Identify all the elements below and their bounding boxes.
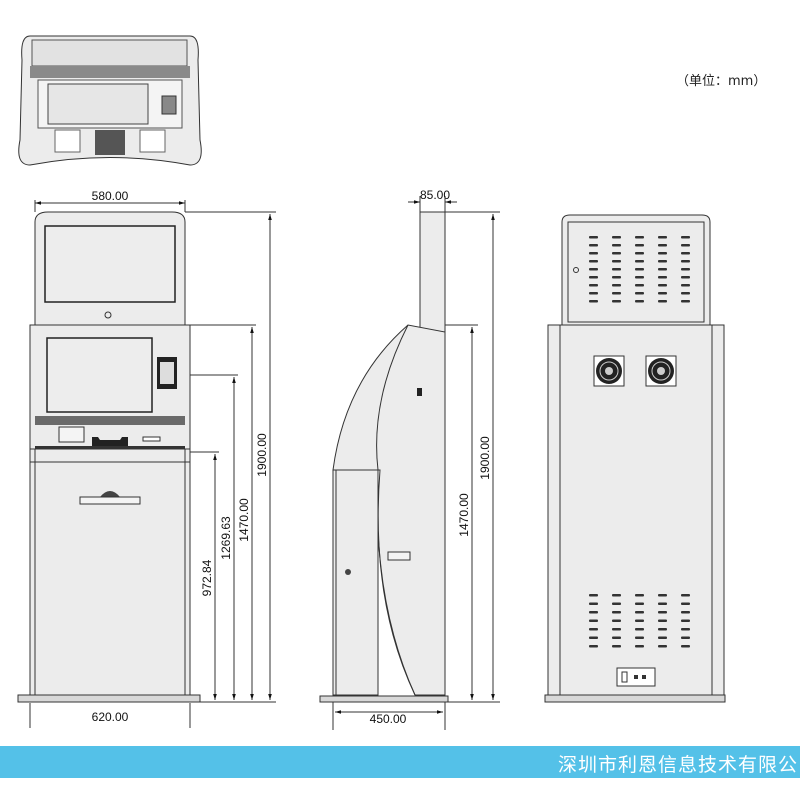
vent-slot bbox=[589, 645, 598, 648]
vent-slot bbox=[635, 300, 644, 303]
vent-slot bbox=[658, 611, 667, 614]
vent-slot bbox=[658, 619, 667, 622]
vent-slot bbox=[658, 636, 667, 639]
dim-height-card-reader: 1269.63 bbox=[219, 516, 233, 560]
fan-right-icon bbox=[645, 355, 677, 387]
vent-slot bbox=[658, 645, 667, 648]
vent-slot bbox=[681, 602, 690, 605]
vent-slot bbox=[589, 628, 598, 631]
vent-slot bbox=[589, 260, 598, 263]
vent-slot bbox=[612, 268, 621, 271]
vent-slot bbox=[589, 292, 598, 295]
vent-slot bbox=[612, 260, 621, 263]
vent-slot bbox=[612, 276, 621, 279]
vent-slot bbox=[589, 284, 598, 287]
vent-slot bbox=[681, 594, 690, 597]
vent-slot bbox=[612, 636, 621, 639]
dim-height-total: 1900.00 bbox=[255, 433, 269, 477]
vent-slot bbox=[658, 602, 667, 605]
vent-slot bbox=[635, 619, 644, 622]
vent-slot bbox=[681, 292, 690, 295]
vent-slot bbox=[612, 292, 621, 295]
vent-slot bbox=[658, 300, 667, 303]
vent-slot bbox=[681, 236, 690, 239]
vent-slot bbox=[681, 252, 690, 255]
vent-slot bbox=[635, 268, 644, 271]
vent-slot bbox=[681, 619, 690, 622]
vent-slot bbox=[658, 594, 667, 597]
vent-slot bbox=[612, 602, 621, 605]
vent-slot bbox=[635, 284, 644, 287]
vent-slot bbox=[589, 594, 598, 597]
vent-slot bbox=[635, 260, 644, 263]
vent-slot bbox=[658, 268, 667, 271]
vent-slot bbox=[612, 611, 621, 614]
vent-slot bbox=[635, 236, 644, 239]
company-name: 深圳市利恩信息技术有限公 bbox=[557, 754, 798, 776]
dim-height-middle: 1470.00 bbox=[237, 498, 251, 542]
vent-slot bbox=[635, 292, 644, 295]
dim-height-counter: 972.84 bbox=[200, 559, 214, 596]
side-dim-height-total: 1900.00 bbox=[478, 436, 492, 480]
top-view bbox=[18, 35, 202, 166]
vent-slot bbox=[635, 252, 644, 255]
back-view bbox=[544, 214, 726, 703]
vent-slot bbox=[612, 300, 621, 303]
dim-column-depth: 85.00 bbox=[420, 188, 450, 202]
vent-slot bbox=[681, 628, 690, 631]
vent-slot bbox=[612, 645, 621, 648]
vent-slot bbox=[635, 602, 644, 605]
fan-left-icon bbox=[593, 355, 625, 387]
vent-slot bbox=[589, 611, 598, 614]
unit-label: （单位：mm） bbox=[676, 74, 767, 89]
vent-slot bbox=[589, 252, 598, 255]
vent-slot bbox=[658, 284, 667, 287]
vent-slot bbox=[612, 628, 621, 631]
vent-slot bbox=[658, 292, 667, 295]
vent-slot bbox=[658, 260, 667, 263]
vent-slot bbox=[658, 236, 667, 239]
vent-slot bbox=[635, 594, 644, 597]
vent-slot bbox=[612, 284, 621, 287]
vent-slot bbox=[589, 636, 598, 639]
side-view: 85.00 1900.00 1470.00 450.00 bbox=[319, 188, 500, 730]
vent-slot bbox=[658, 276, 667, 279]
vent-slot bbox=[612, 236, 621, 239]
vent-slot bbox=[681, 284, 690, 287]
dim-depth-base: 450.00 bbox=[370, 712, 407, 726]
vent-slot bbox=[589, 300, 598, 303]
vent-slot bbox=[612, 619, 621, 622]
vent-slot bbox=[635, 611, 644, 614]
vent-slot bbox=[635, 244, 644, 247]
vent-slot bbox=[635, 276, 644, 279]
vent-slot bbox=[589, 276, 598, 279]
vent-slot bbox=[658, 244, 667, 247]
vent-slot bbox=[681, 611, 690, 614]
vent-slot bbox=[612, 244, 621, 247]
front-view: 580.00 620.00 1900.00 1470.00 1269.63 97… bbox=[17, 189, 276, 728]
vent-slot bbox=[589, 244, 598, 247]
vent-slot bbox=[612, 594, 621, 597]
vent-slot bbox=[658, 628, 667, 631]
vent-slot bbox=[635, 628, 644, 631]
vent-slot bbox=[635, 645, 644, 648]
vent-slot bbox=[681, 268, 690, 271]
vent-slot bbox=[612, 252, 621, 255]
vent-slot bbox=[589, 236, 598, 239]
vent-slot bbox=[658, 252, 667, 255]
footer-banner: 深圳市利恩信息技术有限公 bbox=[0, 746, 800, 778]
vent-slot bbox=[681, 260, 690, 263]
vent-slot bbox=[681, 276, 690, 279]
dim-width-top: 580.00 bbox=[92, 189, 129, 203]
vent-slot bbox=[589, 619, 598, 622]
vent-slot bbox=[681, 645, 690, 648]
vent-slot bbox=[681, 300, 690, 303]
vent-slot bbox=[681, 636, 690, 639]
side-dim-height-middle: 1470.00 bbox=[457, 493, 471, 537]
dim-width-base: 620.00 bbox=[92, 710, 129, 724]
vent-slot bbox=[635, 636, 644, 639]
vent-slot bbox=[589, 268, 598, 271]
vent-slot bbox=[681, 244, 690, 247]
vent-slot bbox=[589, 602, 598, 605]
